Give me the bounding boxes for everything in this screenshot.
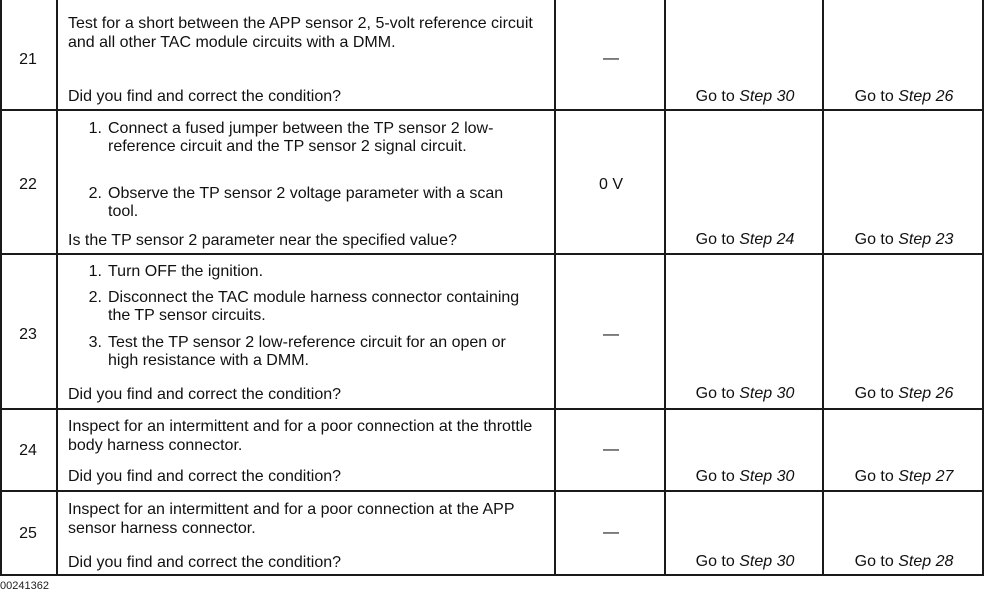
yes-action: Go to Step 24 xyxy=(666,231,824,249)
row-divider xyxy=(0,490,984,492)
column-divider-step xyxy=(56,0,58,576)
action-text: Inspect for an intermittent and for a po… xyxy=(68,501,515,537)
step-number: 24 xyxy=(19,442,37,459)
item-number: 3. xyxy=(88,334,102,351)
row-divider xyxy=(0,408,984,410)
column-divider-action xyxy=(554,0,556,576)
yes-step-ref: Step 24 xyxy=(739,231,795,248)
action-question: Did you find and correct the condition? xyxy=(68,88,342,105)
table-border-left xyxy=(0,0,2,576)
item-number: 2. xyxy=(88,185,102,202)
yes-action: Go to Step 30 xyxy=(666,468,824,486)
item-number: 1. xyxy=(88,263,102,280)
table-border-right xyxy=(982,0,984,576)
yes-step-ref: Step 30 xyxy=(739,553,795,570)
step-number: 25 xyxy=(19,525,37,542)
no-prefix: Go to xyxy=(854,553,894,570)
item-text: Turn OFF the ignition. xyxy=(108,263,264,280)
yes-step-ref: Step 30 xyxy=(739,468,795,485)
action-text: Test for a short between the APP sensor … xyxy=(68,15,533,51)
list-item: 3. Test the TP sensor 2 low-reference cir… xyxy=(80,334,540,370)
list-item: 2. Disconnect the TAC module harness conn… xyxy=(80,289,540,325)
yes-prefix: Go to xyxy=(695,553,735,570)
action-question: Did you find and correct the condition? xyxy=(68,386,342,403)
step-number: 22 xyxy=(19,176,37,193)
no-action: Go to Step 23 xyxy=(824,231,984,249)
step-number: 21 xyxy=(19,51,37,68)
item-text: Test the TP sensor 2 low-reference circu… xyxy=(108,334,506,369)
row-divider xyxy=(0,109,984,111)
no-prefix: Go to xyxy=(854,88,894,105)
yes-prefix: Go to xyxy=(695,88,735,105)
value-cell: 0 V xyxy=(598,176,623,193)
yes-prefix: Go to xyxy=(695,468,735,485)
action-question: Did you find and correct the condition? xyxy=(68,468,342,485)
no-action: Go to Step 28 xyxy=(824,553,984,571)
no-action: Go to Step 26 xyxy=(824,88,984,106)
row-divider xyxy=(0,253,984,255)
item-text: Disconnect the TAC module harness connec… xyxy=(108,289,520,324)
figure-id: 00241362 xyxy=(0,580,49,592)
list-item: 1. Connect a fused jumper between the TP … xyxy=(80,120,540,156)
yes-step-ref: Step 30 xyxy=(739,88,795,105)
action-question: Did you find and correct the condition? xyxy=(68,554,342,571)
no-action: Go to Step 27 xyxy=(824,468,984,486)
step-number: 23 xyxy=(19,326,37,343)
action-text: Inspect for an intermittent and for a po… xyxy=(68,418,533,454)
column-divider-value xyxy=(664,0,666,576)
yes-action: Go to Step 30 xyxy=(666,88,824,106)
action-question: Is the TP sensor 2 parameter near the sp… xyxy=(68,232,457,249)
no-step-ref: Step 28 xyxy=(898,553,954,570)
value-cell: — xyxy=(603,524,619,541)
list-item: 1. Turn OFF the ignition. xyxy=(80,263,540,281)
value-cell: — xyxy=(603,441,619,458)
yes-action: Go to Step 30 xyxy=(666,553,824,571)
column-divider-yes xyxy=(822,0,824,576)
no-prefix: Go to xyxy=(854,468,894,485)
table-border-bottom xyxy=(0,574,984,576)
no-step-ref: Step 26 xyxy=(898,385,954,402)
list-item: 2. Observe the TP sensor 2 voltage parame… xyxy=(80,185,540,221)
yes-prefix: Go to xyxy=(695,385,735,402)
yes-action: Go to Step 30 xyxy=(666,385,824,403)
no-action: Go to Step 26 xyxy=(824,385,984,403)
item-text: Connect a fused jumper between the TP se… xyxy=(108,120,494,155)
no-step-ref: Step 26 xyxy=(898,88,954,105)
no-prefix: Go to xyxy=(854,385,894,402)
value-cell: — xyxy=(603,326,619,343)
no-prefix: Go to xyxy=(854,231,894,248)
diagnostic-table: 21 Test for a short between the APP sens… xyxy=(0,0,984,576)
no-step-ref: Step 23 xyxy=(898,231,954,248)
item-number: 2. xyxy=(88,289,102,306)
yes-prefix: Go to xyxy=(695,231,735,248)
no-step-ref: Step 27 xyxy=(898,468,954,485)
yes-step-ref: Step 30 xyxy=(739,385,795,402)
item-number: 1. xyxy=(88,120,102,137)
value-cell: — xyxy=(603,50,619,67)
item-text: Observe the TP sensor 2 voltage paramete… xyxy=(108,185,504,220)
